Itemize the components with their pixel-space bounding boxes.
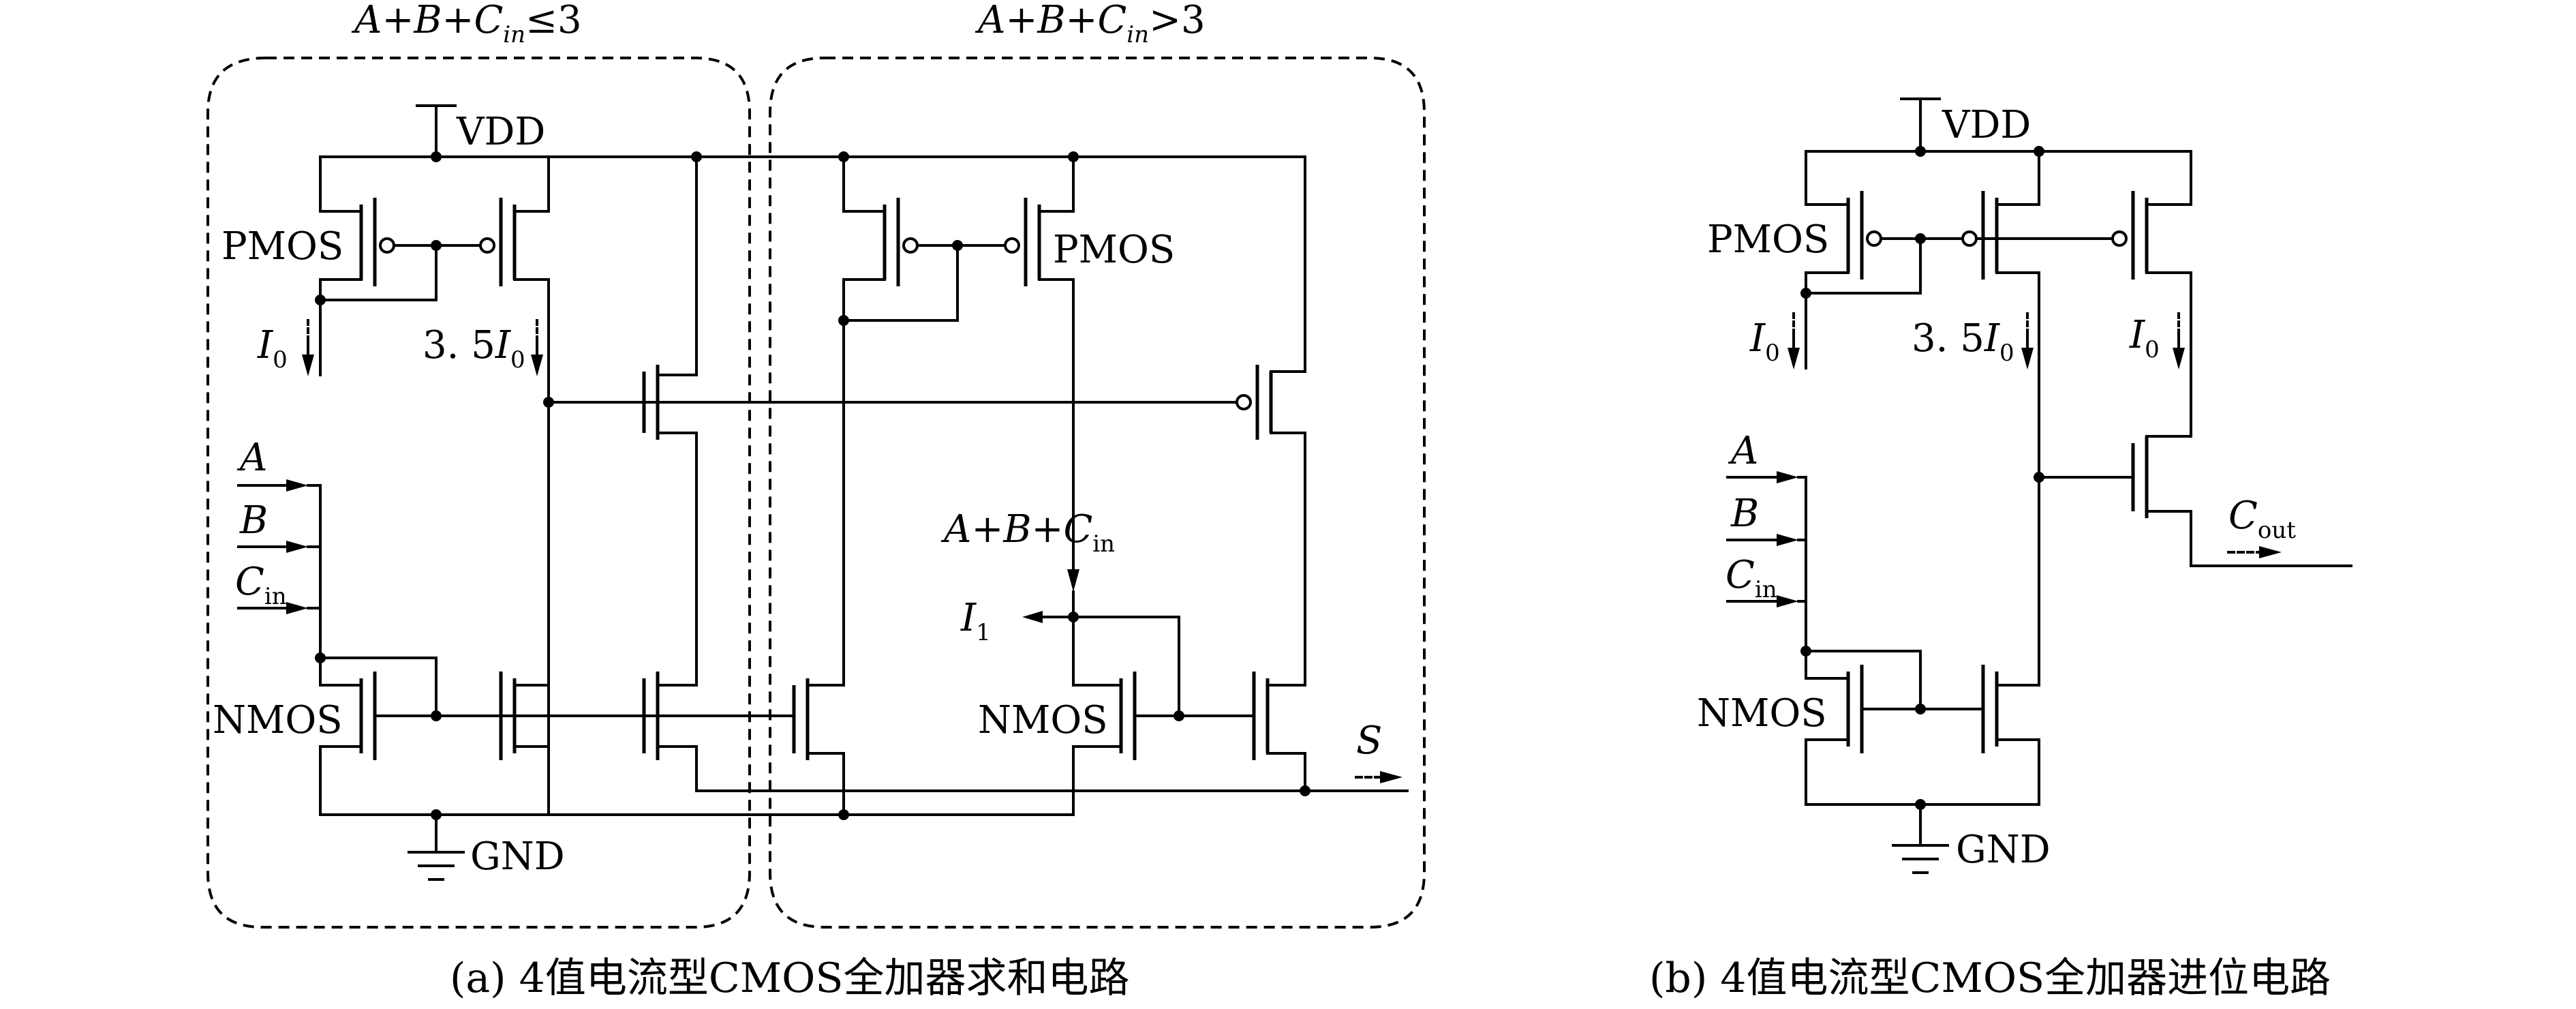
figure-b: VDD — [1649, 97, 2352, 1002]
nmos-mirror-left — [315, 652, 550, 816]
i0-arrow-right-b — [2173, 312, 2185, 370]
current-i0-left-b: I0 — [1749, 316, 1780, 367]
input-b-label-b: B — [1730, 492, 1759, 536]
pmos-mirror-right — [838, 198, 1075, 687]
input-a-label-b: A — [1728, 429, 1758, 473]
nmos-mirror-right — [1072, 672, 1306, 816]
vdd-symbol-a — [416, 104, 457, 158]
caption-b: (b) 4值电流型CMOS全加器进位电路 — [1649, 954, 2331, 1002]
i35-current-arrow — [531, 319, 543, 376]
nmos-left-label: NMOS — [213, 698, 343, 742]
current-i1: I1 — [960, 596, 991, 646]
region-left-label: A+B+Cin≤3 — [351, 0, 582, 48]
mid-transistor-a — [642, 365, 698, 687]
current-35i0-a: 3. 5I0 — [423, 323, 525, 374]
pmos-right-output — [1255, 365, 1306, 687]
gnd-symbol-b — [1892, 844, 1949, 874]
current-i0-a: I0 — [257, 323, 288, 374]
i0-current-arrow-left — [302, 319, 314, 376]
output-nmos-b — [2131, 435, 2352, 567]
caption-a: (a) 4值电流型CMOS全加器求和电路 — [450, 954, 1129, 1002]
region-right-label: A+B+Cin>3 — [975, 0, 1206, 48]
input-lines-a — [237, 479, 322, 659]
nmos-right-label: NMOS — [978, 698, 1108, 742]
output-cout-label: Cout — [2228, 494, 2296, 544]
pmos-right-label: PMOS — [1053, 228, 1175, 272]
figure-a: A+B+Cin≤3 A+B+Cin>3 VDD — [206, 0, 1426, 1002]
sum-node-label: A+B+Cin — [940, 507, 1115, 558]
gnd-label-b: GND — [1956, 828, 2051, 872]
input-b-label-a: B — [239, 498, 268, 543]
gnd-label-a: GND — [470, 834, 565, 879]
vdd-label-b: VDD — [1942, 103, 2031, 147]
vdd-label-a: VDD — [456, 110, 545, 154]
current-i0-right-b: I0 — [2129, 313, 2160, 363]
region-right-box — [769, 57, 1426, 929]
gnd-symbol-a — [408, 851, 465, 881]
input-lines-b — [1726, 471, 1807, 652]
current-35i0-b: 3. 5I0 — [1912, 316, 2014, 367]
region-left-box — [206, 57, 751, 929]
nmos-label-b: NMOS — [1697, 691, 1827, 736]
input-a-label-a: A — [236, 436, 267, 480]
vdd-symbol-b — [1900, 97, 1941, 153]
mid-nmos-a — [642, 672, 1306, 792]
pmos-label-b: PMOS — [1707, 217, 1829, 262]
output-s-label: S — [1356, 719, 1382, 763]
input-cin-label-b: Cin — [1726, 553, 1777, 603]
nmos-mirror-b — [1800, 646, 2040, 806]
i0-arrow-left-b — [1788, 312, 1800, 370]
input-cin-label-a: Cin — [235, 560, 287, 610]
i35-arrow-b — [2021, 312, 2034, 370]
pmos-left-label: PMOS — [221, 224, 343, 269]
pmos-mirror-b — [1800, 191, 2192, 687]
pmos-mirror-left — [315, 198, 550, 748]
right-nmos-a — [792, 678, 845, 816]
